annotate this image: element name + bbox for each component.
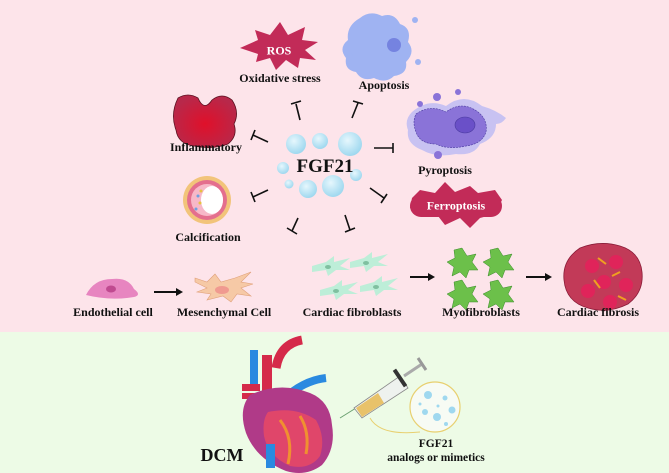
pyroptosis-label: Pyroptosis	[418, 163, 472, 177]
ros-badge: ROS	[266, 43, 292, 58]
myofibroblasts-label: Myofibroblasts	[442, 305, 520, 319]
fgf21-bubbles-icon	[277, 132, 362, 198]
oxidative-stress-label: Oxidative stress	[239, 71, 321, 85]
therapy-panel	[0, 332, 669, 473]
fgf21-therapy-label: FGF21 analogs or mimetics	[387, 437, 485, 465]
apoptosis-label: Apoptosis	[358, 78, 410, 92]
pathology-panel	[0, 0, 669, 332]
endothelial-cell-icon	[86, 278, 138, 299]
cardiac-fibrosis-icon	[563, 243, 643, 311]
endothelial-cell-label: Endothelial cell	[73, 305, 153, 319]
cardiac-fibroblasts-label: Cardiac fibroblasts	[302, 305, 402, 319]
inflammatory-cell-icon	[173, 94, 237, 148]
fgf21-center-label: FGF21	[296, 156, 354, 177]
apoptosis-cell-icon	[342, 13, 421, 81]
inflammatory-label: Inflammatory	[170, 140, 242, 154]
heart-icon	[242, 335, 333, 473]
inhibition-arrows	[250, 100, 394, 235]
calcification-label: Calcification	[175, 230, 241, 244]
pathway-arrows	[154, 273, 552, 296]
ferroptosis-badge: Ferroptosis	[426, 198, 486, 213]
ros-starburst-icon	[240, 22, 318, 70]
fgf21-therapy-line2: analogs or mimetics	[387, 452, 485, 464]
calcification-vessel-icon	[183, 176, 231, 224]
mesenchymal-cell-icon	[194, 271, 254, 303]
mesenchymal-cell-label: Mesenchymal Cell	[176, 305, 272, 319]
syringe-icon	[339, 357, 461, 434]
pyroptosis-cell-icon	[406, 89, 506, 159]
myofibroblasts-icon	[446, 247, 515, 311]
dcm-label: DCM	[200, 445, 244, 465]
cardiac-fibrosis-label: Cardiac fibrosis	[556, 305, 640, 319]
cardiac-fibroblasts-icon	[312, 252, 398, 300]
fgf21-therapy-line1: FGF21	[418, 438, 454, 450]
ferroptosis-badge-icon	[410, 182, 502, 228]
